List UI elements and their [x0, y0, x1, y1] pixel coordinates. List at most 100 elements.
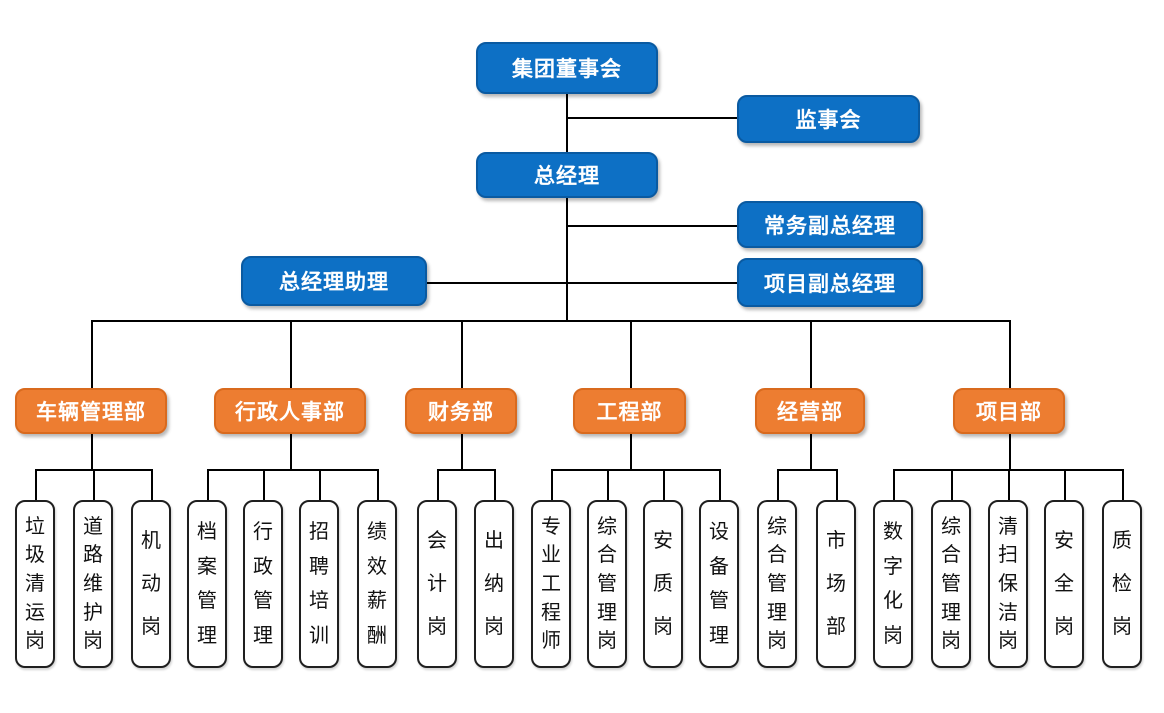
position-label-char: 效: [367, 555, 387, 578]
connector-admin-hr-stem: [290, 434, 292, 471]
org-position-project-2: 清扫保洁岗: [988, 500, 1028, 668]
position-label-char: 纳: [484, 573, 504, 595]
position-label-char: 理: [197, 624, 217, 647]
position-label-char: 管: [597, 572, 617, 595]
position-label-char: 岗: [998, 630, 1018, 653]
connector-gm-assistant-project-deputy: [427, 282, 737, 284]
position-label-char: 管: [767, 572, 787, 595]
connector-finance-leaf-0: [437, 469, 439, 500]
position-label-char: 清: [25, 572, 45, 595]
position-label-char: 岗: [597, 630, 617, 653]
position-label-char: 岗: [83, 630, 103, 653]
connector-engineering-leaf-2: [663, 469, 665, 500]
connector-to-executive-deputy-gm: [566, 225, 737, 227]
org-node-supervisory-board: 监事会: [737, 95, 920, 143]
connector-project-leaf-4: [1122, 469, 1124, 500]
connector-drop-engineering: [630, 320, 632, 388]
connector-engineering-leaf-0: [551, 469, 553, 500]
position-label-char: 运: [25, 601, 45, 624]
position-label-char: 场: [826, 573, 846, 595]
position-label-char: 岗: [767, 630, 787, 653]
position-label-char: 酬: [367, 624, 387, 647]
connector-engineering-stem: [630, 434, 632, 471]
connector-to-supervisory-board: [566, 117, 737, 119]
connector-board-to-gm: [566, 94, 568, 152]
position-label-char: 维: [83, 572, 103, 595]
connector-project-leaf-1: [951, 469, 953, 500]
connector-engineering-leaf-1: [607, 469, 609, 500]
position-label-char: 检: [1112, 573, 1132, 595]
position-label-char: 岗: [1054, 616, 1074, 638]
position-label-char: 岗: [25, 630, 45, 653]
position-label-char: 管: [941, 572, 961, 595]
position-label-char: 岗: [941, 630, 961, 653]
position-label-char: 质: [653, 573, 673, 595]
org-position-project-1: 综合管理岗: [931, 500, 971, 668]
connector-operations-stem: [810, 434, 812, 471]
position-label-char: 业: [541, 544, 561, 567]
connector-finance-leaf-1: [494, 469, 496, 500]
org-position-finance-0: 会计岗: [417, 500, 457, 668]
position-label-char: 动: [141, 573, 161, 595]
connector-operations-bus: [777, 469, 836, 471]
position-label-char: 理: [597, 601, 617, 624]
position-label-char: 岗: [1112, 616, 1132, 638]
org-position-project-4: 质检岗: [1102, 500, 1142, 668]
org-position-operations-0: 综合管理岗: [757, 500, 797, 668]
org-node-gm-assistant: 总经理助理: [241, 256, 427, 306]
connector-operations-leaf-0: [777, 469, 779, 500]
position-label-char: 管: [197, 590, 217, 613]
org-position-project-3: 安全岗: [1044, 500, 1084, 668]
position-label-char: 扫: [998, 544, 1018, 567]
connector-department-bus: [91, 320, 1009, 322]
position-label-char: 合: [597, 544, 617, 567]
position-label-char: 岗: [141, 616, 161, 638]
position-label-char: 合: [941, 544, 961, 567]
connector-admin-hr-leaf-3: [377, 469, 379, 500]
connector-operations-leaf-1: [836, 469, 838, 500]
org-position-operations-1: 市场部: [816, 500, 856, 668]
connector-drop-admin-hr: [290, 320, 292, 388]
position-label-char: 部: [826, 616, 846, 638]
position-label-char: 理: [767, 601, 787, 624]
position-label-char: 洁: [998, 601, 1018, 624]
position-label-char: 质: [1112, 530, 1132, 552]
connector-drop-vehicle-management: [91, 320, 93, 388]
org-node-project: 项目部: [953, 388, 1065, 434]
org-node-vehicle-management: 车辆管理部: [15, 388, 167, 434]
org-node-board: 集团董事会: [476, 42, 658, 94]
position-label-char: 聘: [309, 555, 329, 578]
org-position-engineering-3: 设备管理: [699, 500, 739, 668]
org-position-vehicle-management-2: 机动岗: [131, 500, 171, 668]
position-label-char: 化: [883, 590, 903, 613]
connector-admin-hr-leaf-0: [207, 469, 209, 500]
position-label-char: 工: [541, 572, 561, 595]
position-label-char: 护: [83, 601, 103, 624]
position-label-char: 政: [253, 555, 273, 578]
position-label-char: 垃: [25, 515, 45, 538]
position-label-char: 招: [309, 521, 329, 544]
position-label-char: 清: [998, 515, 1018, 538]
position-label-char: 岗: [484, 616, 504, 638]
org-node-operations: 经营部: [755, 388, 865, 434]
connector-engineering-bus: [551, 469, 719, 471]
connector-vehicle-management-leaf-0: [35, 469, 37, 500]
connector-project-leaf-2: [1008, 469, 1010, 500]
connector-admin-hr-leaf-2: [319, 469, 321, 500]
connector-vehicle-management-stem: [91, 434, 93, 471]
position-label-char: 合: [767, 544, 787, 567]
position-label-char: 绩: [367, 521, 387, 544]
connector-drop-operations: [810, 320, 812, 388]
position-label-char: 机: [141, 530, 161, 552]
org-node-finance: 财务部: [405, 388, 517, 434]
position-label-char: 会: [427, 530, 447, 552]
org-node-executive-deputy-gm: 常务副总经理: [737, 201, 923, 248]
connector-project-leaf-3: [1064, 469, 1066, 500]
position-label-char: 专: [541, 515, 561, 538]
org-position-engineering-0: 专业工程师: [531, 500, 571, 668]
org-node-project-deputy-gm: 项目副总经理: [737, 258, 923, 307]
position-label-char: 字: [883, 555, 903, 578]
connector-admin-hr-leaf-1: [263, 469, 265, 500]
connector-admin-hr-bus: [207, 469, 377, 471]
